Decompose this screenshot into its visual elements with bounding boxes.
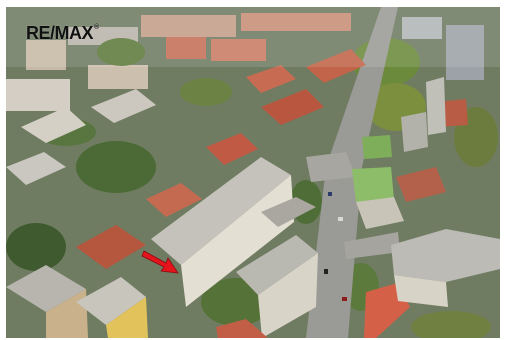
remax-brand-text: RE/MAX: [26, 23, 94, 43]
central-apartment-blocks: [151, 157, 318, 338]
left-apartment-blocks: [6, 89, 156, 338]
registered-mark: ®: [94, 24, 99, 31]
small-green-field: [362, 135, 392, 159]
sports-pitch: [352, 167, 394, 202]
distance-haze: [6, 7, 500, 67]
main-street: [306, 7, 400, 338]
aerial-photo-frame: RE/MAX®: [6, 7, 500, 338]
remax-watermark-logo: RE/MAX®: [26, 24, 99, 42]
right-apartment-blocks: [356, 77, 500, 307]
distant-building-blocks: [6, 13, 484, 111]
aerial-city-photo: [6, 7, 500, 338]
red-arrow-pointer-icon: [141, 250, 179, 274]
